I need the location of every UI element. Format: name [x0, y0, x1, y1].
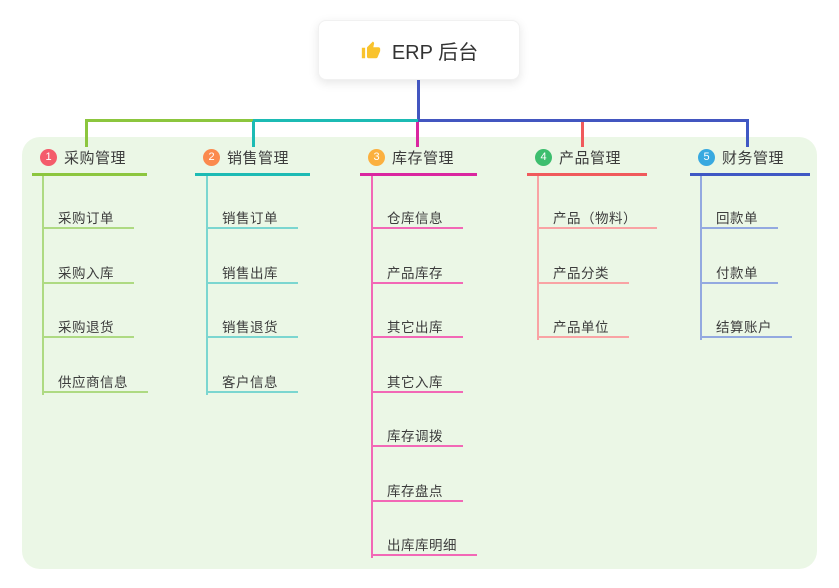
branch-label: 产品管理: [559, 149, 622, 167]
node-product-material[interactable]: 产品（物料）: [537, 203, 657, 229]
branch-vline: [42, 176, 44, 395]
badge-3-icon: 3: [368, 148, 385, 166]
branch-header-inventory[interactable]: 3 库存管理: [360, 145, 477, 176]
branch-header-product[interactable]: 4 产品管理: [527, 145, 647, 176]
branch-vline: [700, 176, 702, 340]
branch-label: 财务管理: [722, 149, 785, 167]
root-node-label: ERP 后台: [391, 41, 479, 64]
branch-vline: [537, 176, 539, 340]
node-warehouse-info[interactable]: 仓库信息: [371, 203, 463, 229]
connector-root-drop: [417, 80, 420, 119]
node-purchase-order[interactable]: 采购订单: [42, 203, 134, 229]
node-other-outbound[interactable]: 其它出库: [371, 312, 463, 338]
node-purchase-return[interactable]: 采购退货: [42, 312, 134, 338]
branch-header-procurement[interactable]: 1 采购管理: [32, 145, 147, 176]
node-product-category[interactable]: 产品分类: [537, 258, 629, 284]
node-supplier-info[interactable]: 供应商信息: [42, 367, 148, 393]
branch-label: 库存管理: [392, 149, 455, 167]
connector-drop-sales: [252, 121, 255, 147]
node-purchase-inbound[interactable]: 采购入库: [42, 258, 134, 284]
branches-background-panel: [22, 137, 817, 569]
branch-header-finance[interactable]: 5 财务管理: [690, 145, 810, 176]
node-sales-order[interactable]: 销售订单: [206, 203, 298, 229]
node-customer-info[interactable]: 客户信息: [206, 367, 298, 393]
node-payment-doc[interactable]: 付款单: [700, 258, 778, 284]
thumbs-up-icon: [360, 39, 382, 61]
connector-bus-blue: [418, 119, 749, 122]
node-stock-transfer[interactable]: 库存调拨: [371, 421, 463, 447]
root-node-erp[interactable]: ERP 后台: [318, 20, 520, 80]
connector-drop-procurement: [85, 121, 88, 147]
branch-vline: [371, 176, 373, 558]
node-product-stock[interactable]: 产品库存: [371, 258, 463, 284]
badge-5-icon: 5: [698, 148, 715, 166]
connector-drop-inventory: [416, 122, 419, 147]
branch-label: 采购管理: [64, 149, 127, 167]
node-product-unit[interactable]: 产品单位: [537, 312, 629, 338]
connector-bus-green: [85, 119, 253, 122]
node-other-inbound[interactable]: 其它入库: [371, 367, 463, 393]
connector-drop-product: [581, 122, 584, 147]
connector-bus-teal: [253, 119, 418, 122]
node-outbound-detail[interactable]: 出库库明细: [371, 530, 477, 556]
branch-header-sales[interactable]: 2 销售管理: [195, 145, 310, 176]
badge-1-icon: 1: [40, 148, 57, 166]
branch-vline: [206, 176, 208, 395]
node-sales-outbound[interactable]: 销售出库: [206, 258, 298, 284]
node-settlement-account[interactable]: 结算账户: [700, 312, 792, 338]
node-stock-count[interactable]: 库存盘点: [371, 476, 463, 502]
node-receipt-doc[interactable]: 回款单: [700, 203, 778, 229]
badge-4-icon: 4: [535, 148, 552, 166]
connector-drop-finance: [746, 119, 749, 147]
node-sales-return[interactable]: 销售退货: [206, 312, 298, 338]
branch-label: 销售管理: [227, 149, 290, 167]
badge-2-icon: 2: [203, 148, 220, 166]
